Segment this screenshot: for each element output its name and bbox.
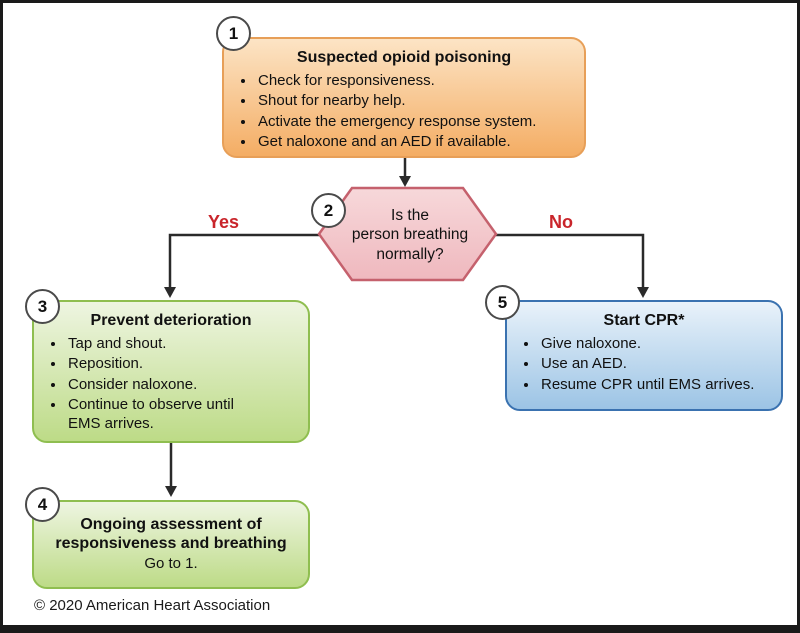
step5-box: Start CPR* Give naloxone. Use an AED. Re… bbox=[505, 300, 783, 411]
step1-number-badge: 1 bbox=[216, 16, 251, 51]
arrowhead-step5 bbox=[637, 287, 649, 298]
step1-title: Suspected opioid poisoning bbox=[296, 49, 512, 66]
step1-bullet-list: Check for responsiveness. Shout for near… bbox=[224, 71, 584, 151]
no-branch-label: No bbox=[549, 212, 573, 232]
question-line: normally? bbox=[376, 245, 444, 263]
step4-number-badge: 4 bbox=[25, 487, 60, 522]
list-item: Activate the emergency response system. bbox=[256, 112, 584, 131]
list-item: Continue to observe until EMS arrives. bbox=[66, 395, 268, 433]
list-item: Reposition. bbox=[66, 354, 308, 373]
question-line: Is the bbox=[391, 207, 429, 224]
title-line: Ongoing assessment of bbox=[80, 516, 262, 533]
question-line: person breathing bbox=[351, 226, 469, 244]
arrowhead-step3 bbox=[164, 287, 176, 298]
step5-title: Start CPR* bbox=[603, 312, 685, 329]
step3-number-badge: 3 bbox=[25, 289, 60, 324]
arrowhead-step2 bbox=[399, 176, 411, 187]
connector-yes-branch bbox=[168, 233, 319, 288]
step3-title: Prevent deterioration bbox=[90, 312, 252, 329]
step2-question: Is the person breathing normally? bbox=[330, 206, 490, 264]
step4-box: Ongoing assessment of responsiveness and… bbox=[32, 500, 310, 589]
yes-branch-label: Yes bbox=[208, 212, 240, 232]
step4-goto-text: Go to 1. bbox=[144, 555, 198, 573]
list-item: Check for responsiveness. bbox=[256, 71, 584, 90]
step4-title: Ongoing assessment of responsiveness and… bbox=[34, 502, 308, 553]
step5-number-badge: 5 bbox=[485, 285, 520, 320]
list-item: Get naloxone and an AED if available. bbox=[256, 132, 584, 151]
step2-number-badge: 2 bbox=[311, 193, 346, 228]
list-item: Use an AED. bbox=[539, 354, 781, 373]
list-item: Shout for nearby help. bbox=[256, 91, 584, 110]
arrowhead-step4 bbox=[165, 486, 177, 497]
list-item: Resume CPR until EMS arrives. bbox=[539, 375, 781, 394]
footer-copyright: © 2020 American Heart Association bbox=[34, 597, 271, 614]
step3-box: Prevent deterioration Tap and shout. Rep… bbox=[32, 300, 310, 443]
connector-no-branch bbox=[496, 233, 645, 288]
list-item: Give naloxone. bbox=[539, 334, 781, 353]
list-item: Tap and shout. bbox=[66, 334, 308, 353]
step3-bullet-list: Tap and shout. Reposition. Consider nalo… bbox=[34, 334, 308, 433]
step1-box: Suspected opioid poisoning Check for res… bbox=[222, 37, 586, 158]
step5-bullet-list: Give naloxone. Use an AED. Resume CPR un… bbox=[507, 334, 781, 394]
title-line: responsiveness and breathing bbox=[55, 535, 287, 553]
list-item: Consider naloxone. bbox=[66, 375, 308, 394]
